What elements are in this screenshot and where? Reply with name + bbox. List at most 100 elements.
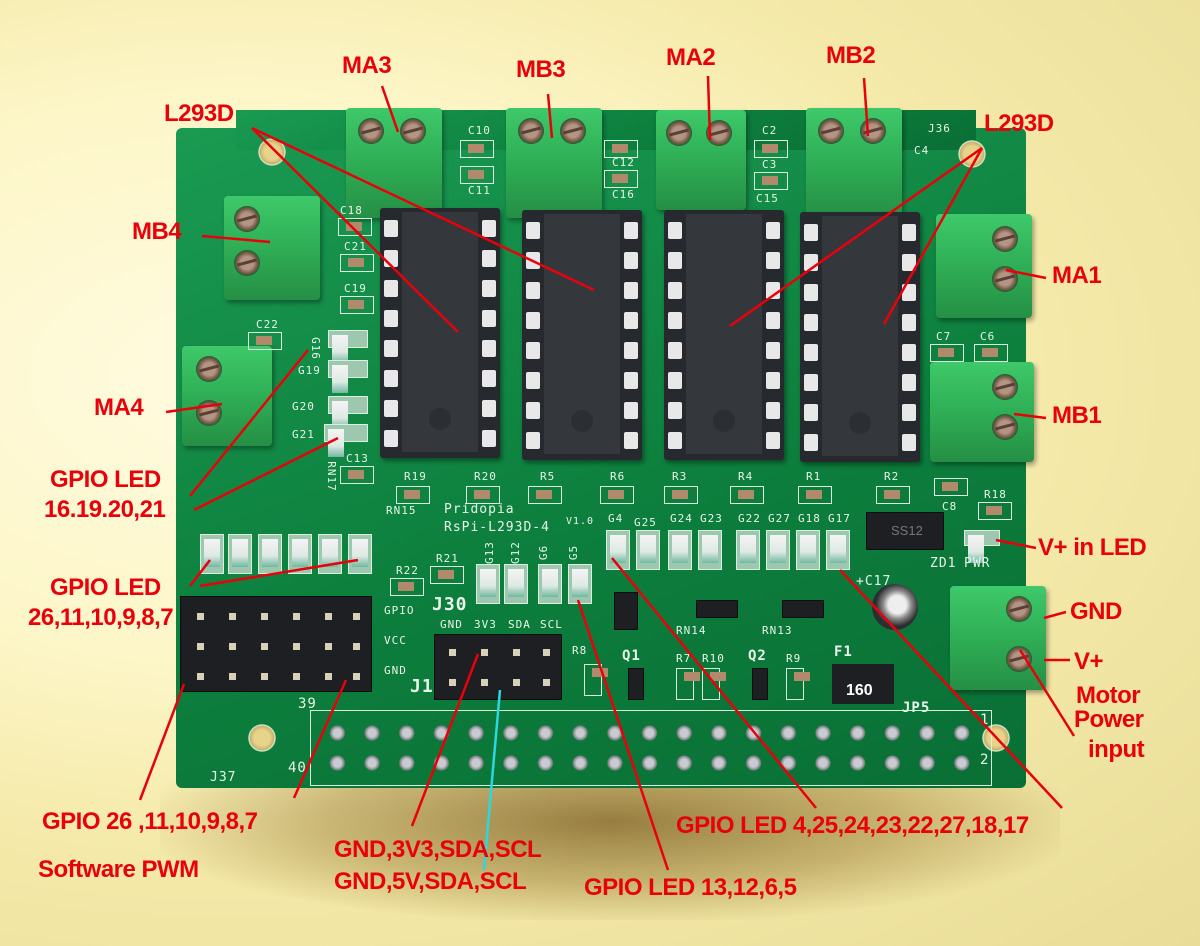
led-g20 — [328, 396, 368, 429]
silk-g19: G19 — [298, 364, 321, 377]
label-gnd: GND — [1070, 598, 1122, 625]
silk-j1: J1 — [410, 676, 434, 697]
label-motor-power-3: input — [1088, 736, 1145, 763]
silk-pwm-gpio: GPIO — [384, 604, 415, 617]
label-mb3: MB3 — [516, 56, 566, 83]
silk-j30-scl: SCL — [540, 618, 563, 631]
fuse-marking: 160 — [846, 682, 873, 699]
silk-g4: G4 — [608, 512, 624, 525]
res-r2 — [876, 486, 910, 504]
led-g21 — [324, 424, 368, 457]
res-r3 — [664, 486, 698, 504]
silk-q2: Q2 — [748, 648, 767, 664]
silk-pwr: PWR — [964, 556, 991, 571]
silk-g18: G18 — [798, 512, 821, 525]
capacitor-c17 — [872, 584, 918, 630]
silk-rn15: RN15 — [386, 504, 417, 517]
silk-c4: C4 — [914, 144, 930, 157]
terminal-ma4 — [182, 346, 272, 446]
rn13 — [782, 600, 824, 618]
res-r6 — [600, 486, 634, 504]
silk-f1: F1 — [834, 644, 853, 660]
silk-c17: +C17 — [856, 574, 892, 589]
silk-pin1: 1 — [980, 712, 990, 728]
silk-c13: C13 — [346, 452, 369, 465]
l293d-chip-2 — [522, 210, 642, 460]
silk-c8: C8 — [942, 500, 958, 513]
label-gpio-led-left-1: GPIO LED — [50, 466, 161, 493]
led-g4 — [606, 530, 630, 570]
silk-rn13: RN13 — [762, 624, 793, 637]
silk-j30-sda: SDA — [508, 618, 531, 631]
silk-c11: C11 — [468, 184, 491, 197]
silk-q1: Q1 — [622, 648, 641, 664]
silk-j30-3v3: 3V3 — [474, 618, 497, 631]
res-r7 — [676, 668, 700, 700]
led-g24 — [668, 530, 692, 570]
silk-r3: R3 — [672, 470, 688, 483]
silk-pwm-vcc: VCC — [384, 634, 407, 647]
silk-c10: C10 — [468, 124, 491, 137]
label-i2c-3v3: GND,3V3,SDA,SCL — [334, 836, 542, 863]
led-g12 — [504, 564, 528, 604]
res-r21 — [430, 566, 464, 584]
zener-zd1: SS12 — [866, 512, 944, 550]
silk-pin40: 40 — [288, 760, 307, 776]
terminal-motor-power — [950, 586, 1046, 690]
silk-c22: C22 — [256, 318, 279, 331]
label-i2c-5v: GND,5V,SDA,SCL — [334, 868, 527, 895]
silk-g21: G21 — [292, 428, 315, 441]
silk-c6: C6 — [980, 330, 996, 343]
cap-c6 — [974, 344, 1008, 362]
fuse-f1: 160 — [832, 664, 894, 704]
led-g17 — [826, 530, 850, 570]
silk-r6: R6 — [610, 470, 626, 483]
terminal-ma3 — [346, 108, 442, 218]
cap-c19 — [340, 296, 374, 314]
silk-r1: R1 — [806, 470, 822, 483]
silk-j30-gnd: GND — [440, 618, 463, 631]
rn16 — [614, 592, 638, 630]
led-g18 — [796, 530, 820, 570]
cap-c8 — [934, 478, 968, 496]
label-gpio-led-i2c-row: GPIO LED 13,12,6,5 — [584, 874, 797, 901]
label-mb4: MB4 — [132, 218, 182, 245]
led-g6 — [538, 564, 562, 604]
label-software-pwm: Software PWM — [38, 856, 199, 883]
mount-hole-bottom-left — [248, 724, 276, 752]
silk-j37: J37 — [210, 770, 237, 785]
silk-g20: G20 — [292, 400, 315, 413]
label-ma1: MA1 — [1052, 262, 1102, 289]
label-gpio-pwm-pins: GPIO 26 ,11,10,9,8,7 — [42, 808, 258, 835]
label-ma3: MA3 — [342, 52, 392, 79]
terminal-ma2 — [656, 110, 746, 210]
res-r19 — [396, 486, 430, 504]
silk-j30: J30 — [432, 594, 468, 615]
label-l293d-right: L293D — [984, 110, 1054, 137]
res-r4 — [730, 486, 764, 504]
cap-c21 — [340, 254, 374, 272]
cap-c22 — [248, 332, 282, 350]
label-gpio-led-pwm-2: 26,11,10,9,8,7 — [28, 604, 174, 631]
led-g5 — [568, 564, 592, 604]
cap-c16 — [604, 170, 638, 188]
res-r9 — [786, 668, 810, 700]
silk-pwm-gnd: GND — [384, 664, 407, 677]
l293d-chip-4 — [800, 212, 920, 462]
label-motor-power-1: Motor — [1076, 682, 1141, 709]
led-g27 — [766, 530, 790, 570]
silk-c12: C12 — [612, 156, 635, 169]
cap-c13 — [340, 466, 374, 484]
silk-g23: G23 — [700, 512, 723, 525]
label-l293d-left: L293D — [164, 100, 234, 127]
transistor-q1 — [628, 668, 644, 700]
terminal-ma1 — [936, 214, 1032, 318]
led-g23 — [698, 530, 722, 570]
label-mb2: MB2 — [826, 42, 876, 69]
cap-c7 — [930, 344, 964, 362]
board-shadow — [160, 780, 1060, 920]
rn14 — [696, 600, 738, 618]
silk-r8: R8 — [572, 644, 588, 657]
silk-jp5: JP5 — [902, 700, 931, 716]
